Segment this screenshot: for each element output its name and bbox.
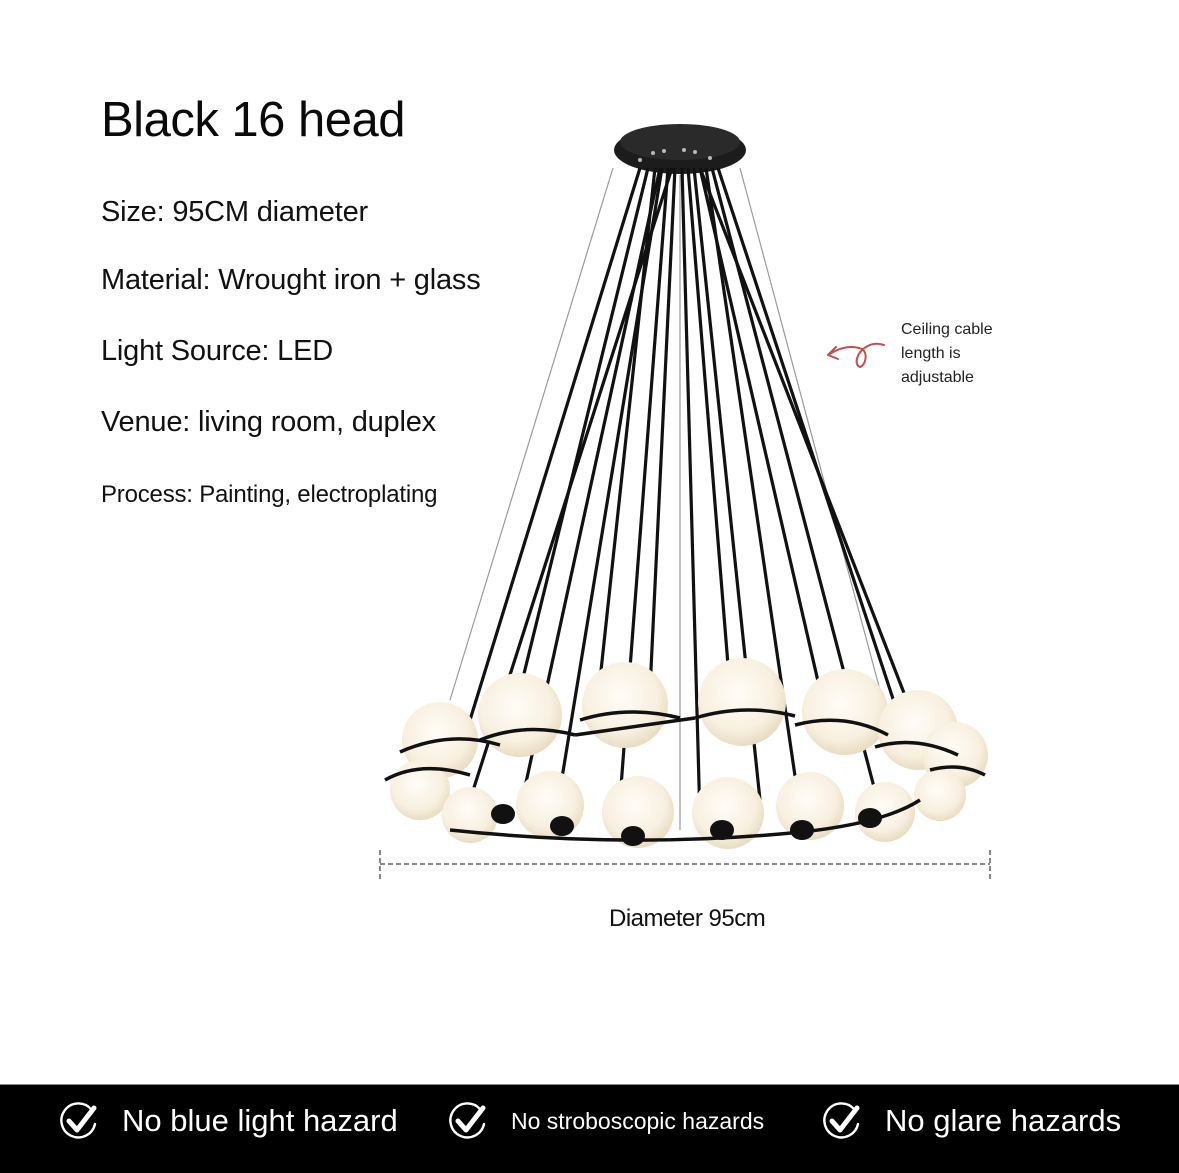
check-circle-icon <box>60 1102 97 1139</box>
feature-bar: No blue light hazard No stroboscopic haz… <box>0 1084 1179 1173</box>
hand-drawn-arrow-icon <box>827 342 885 369</box>
chandelier-image <box>384 124 988 849</box>
spec-process: Process: Painting, electroplating <box>101 481 438 508</box>
check-circle-icon <box>823 1102 860 1139</box>
feature-no-stroboscopic: No stroboscopic hazards <box>447 1100 764 1142</box>
spec-size: Size: 95CM diameter <box>101 196 368 228</box>
spec-material: Material: Wrought iron + glass <box>101 264 481 296</box>
dimension-line <box>379 850 991 882</box>
cable-note: Ceiling cable length is adjustable <box>901 321 993 386</box>
feature-no-blue-light: No blue light hazard <box>58 1100 398 1142</box>
dimension-label: Diameter 95cm <box>609 905 766 932</box>
product-title: Black 16 head <box>101 93 406 147</box>
check-circle-icon <box>449 1102 486 1139</box>
spec-venue: Venue: living room, duplex <box>101 406 436 438</box>
spec-light-source: Light Source: LED <box>101 335 333 367</box>
feature-no-glare: No glare hazards <box>821 1100 1121 1142</box>
